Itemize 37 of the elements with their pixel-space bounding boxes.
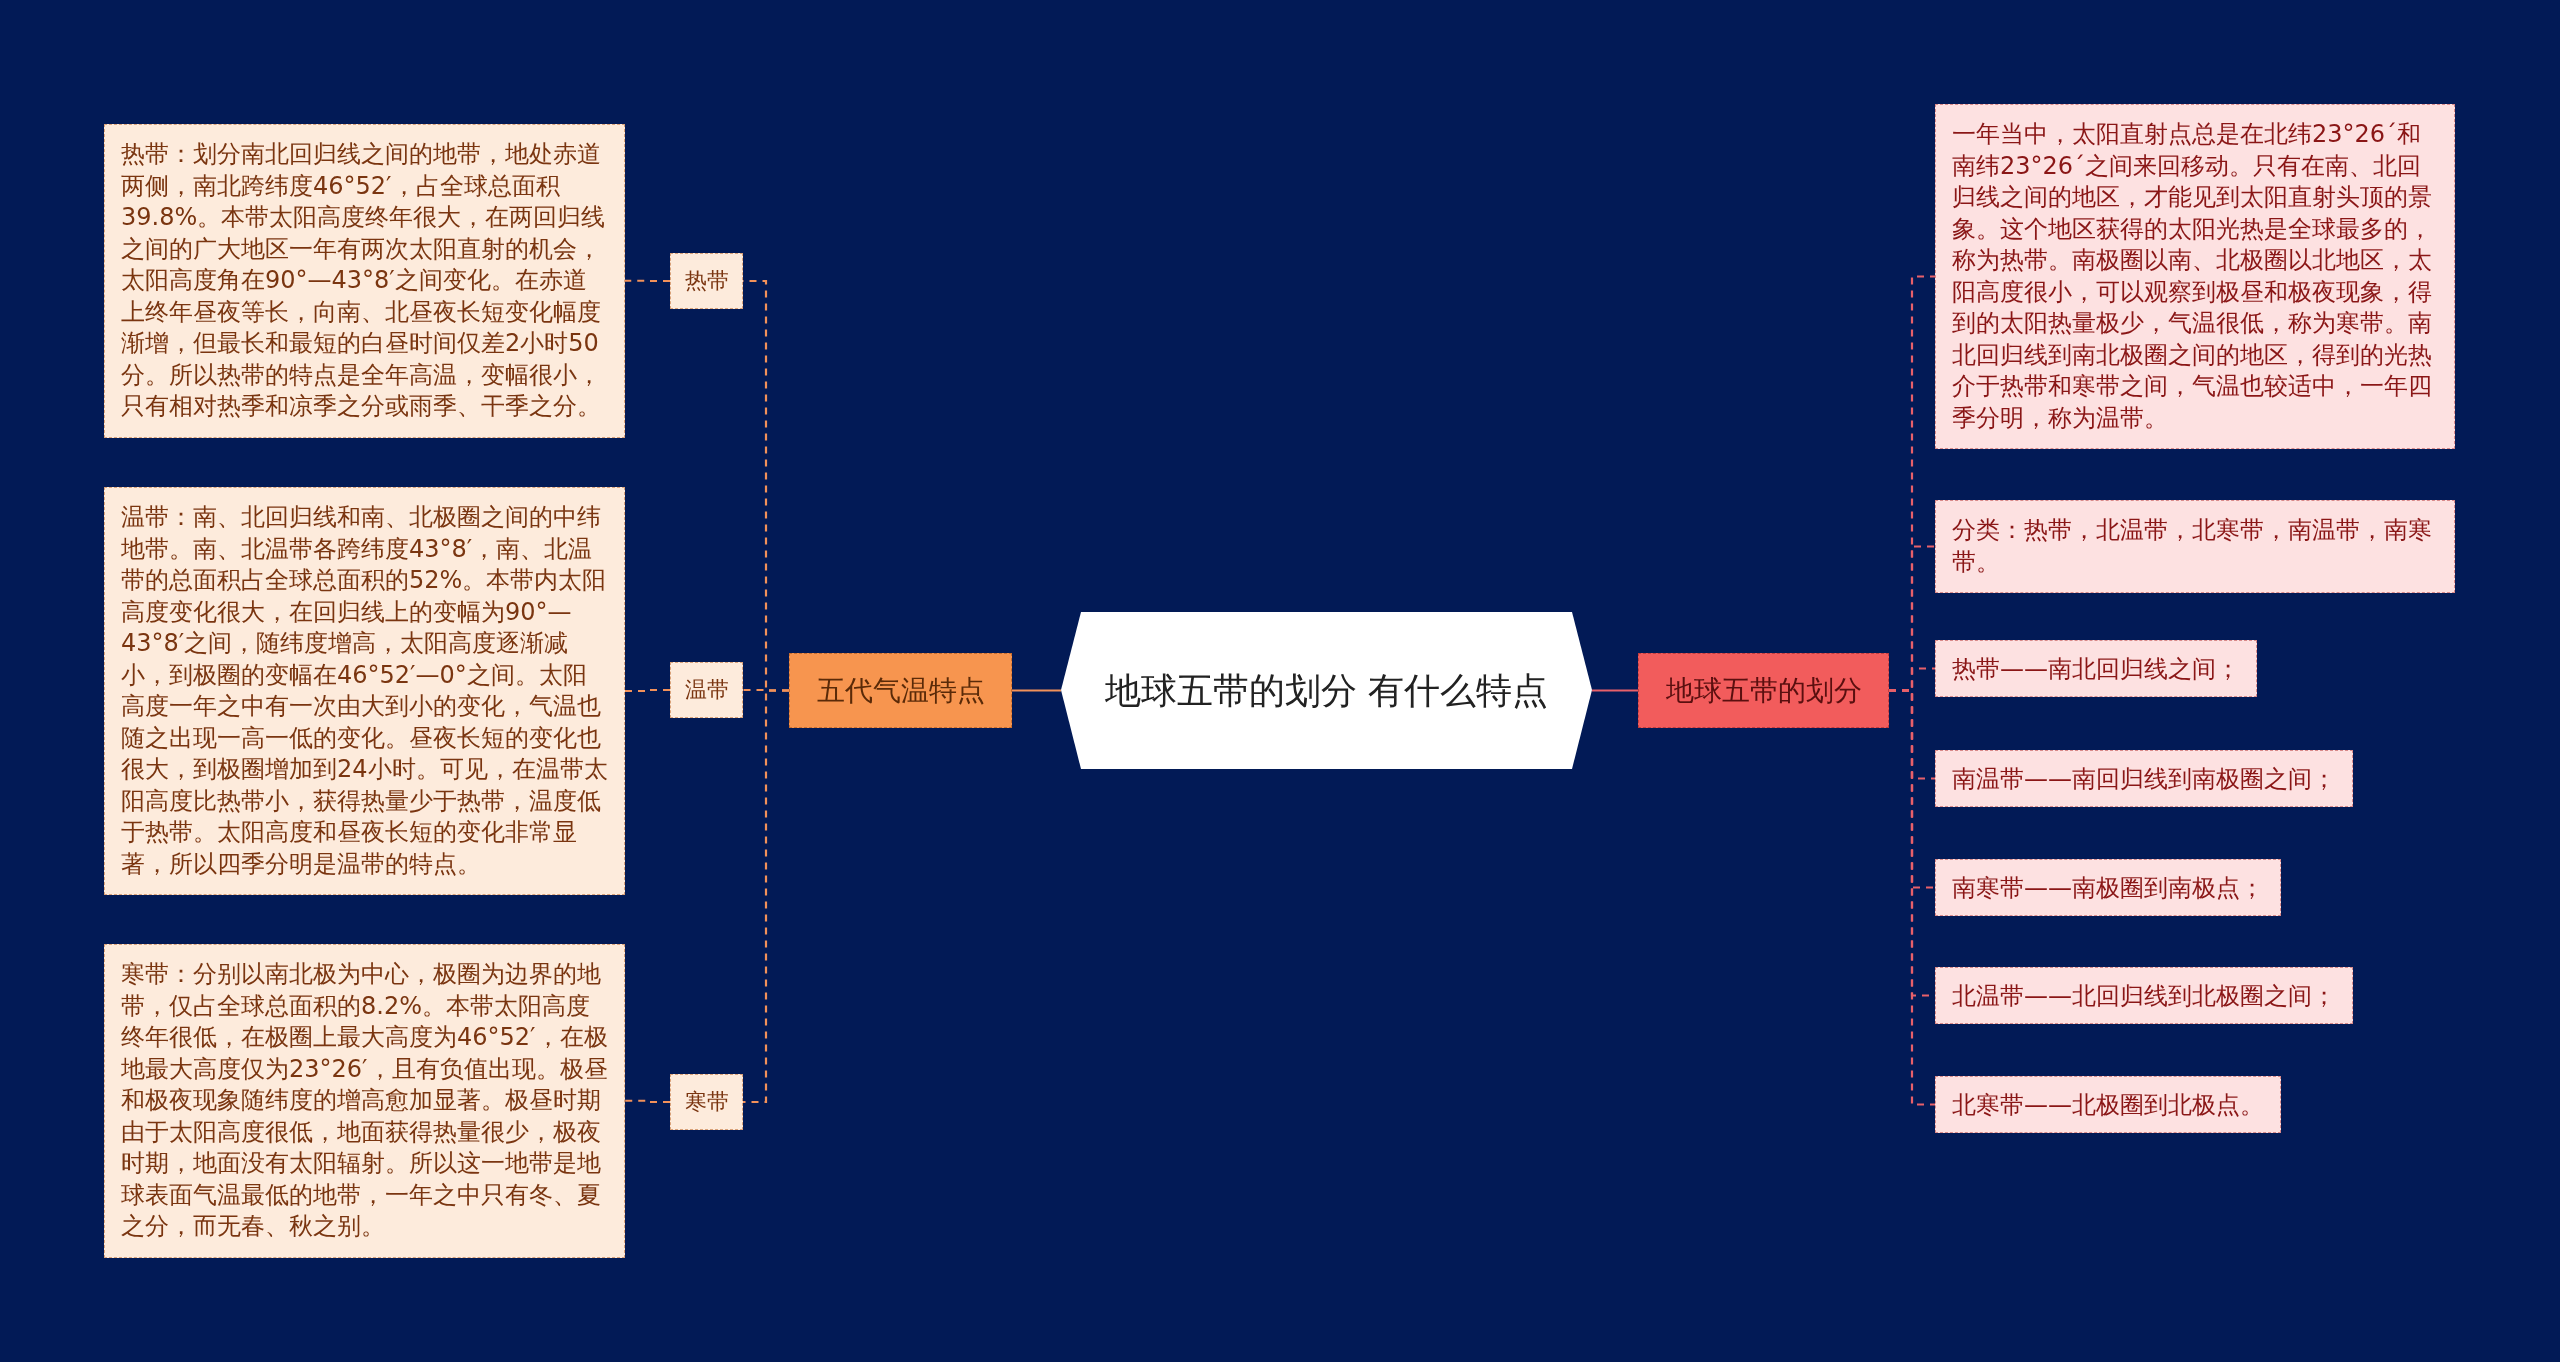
connector-line <box>1889 689 1935 1106</box>
connector-line <box>1012 689 1061 692</box>
subtopic-text: 热带 <box>684 267 729 295</box>
note-text: 南寒带——南极圈到南极点； <box>1952 872 2264 904</box>
note-text: 热带——南北回归线之间； <box>1952 653 2240 685</box>
note-text: 一年当中，太阳直射点总是在北纬23°26´和南纬23°26´之间来回移动。只有在南、北回归线之间的地区，才能见到太阳直射头顶的景象。这个地区获得的太阳光热是全球最多的，称为热带。南极圈以南、北极圈以北地区，太阳高度很小，可以观察到极昼和极夜现象，得到的太阳热量极少，气温很低，称为寒带。南北回归线到南北极圈之间的地区，得到的光热介于热带和寒带之间，气温也较适中，一年四季分明，称为温带。 <box>1952 120 2432 432</box>
main-topic-box <box>789 653 1012 728</box>
note-box <box>1935 640 2257 697</box>
main-topic-text: 五代气温特点 <box>816 672 985 709</box>
note-text: 北温带——北回归线到北极圈之间； <box>1952 980 2336 1012</box>
main-topic-box <box>1638 653 1889 728</box>
note-text: 南温带——南回归线到南极圈之间； <box>1952 763 2336 795</box>
note-box <box>1935 750 2353 807</box>
subtopic-box <box>670 662 743 718</box>
note-text: 北寒带——北极圈到北极点。 <box>1952 1089 2264 1121</box>
note-box <box>1935 967 2353 1024</box>
note-box <box>1935 1076 2281 1133</box>
connector-line <box>625 688 670 693</box>
note-box <box>104 944 625 1258</box>
note-box <box>1935 104 2455 449</box>
connector-line <box>625 279 670 283</box>
note-box <box>1935 859 2281 916</box>
note-box <box>104 124 625 438</box>
main-topic-text: 地球五带的划分 <box>1665 672 1862 709</box>
subtopic-box <box>670 1074 743 1130</box>
note-text: 热带：划分南北回归线之间的地带，地处赤道两侧，南北跨纬度46°52′，占全球总面积39.8%。本带太阳高度终年很大，在两回归线之间的广大地区一年有两次太阳直射的机会，太阳高度角在90°—43°8′之间变化。在赤道上终年昼夜等长，向南、北昼夜长短变化幅度渐增，但最长和最短的白昼时间仅差2小时50分。所以热带的特点是全年高温，变幅很小，只有相对热季和凉季之分或雨季、干季之分。 <box>121 140 606 420</box>
connector-line <box>743 689 789 1104</box>
subtopic-box <box>670 253 743 309</box>
note-box <box>1935 500 2455 593</box>
subtopic-text: 温带 <box>684 676 729 704</box>
note-text: 温带：南、北回归线和南、北极圈之间的中纬地带。南、北温带各跨纬度43°8′，南、北温带的总面积占全球总面积的52%。本带内太阳高度变化很大，在回归线上的变幅为90°—43°8′之间，随纬度增高，太阳高度逐渐减小，到极圈的变幅在46°52′—0°之间。太阳高度一年之中有一次由大到小的变化，气温也随之出现一高一低的变化。昼夜长短的变化也很大，到极圈增加到24小时。可见，在温带太阳高度比热带小，获得热量少于热带，温度低于热带。太阳高度和昼夜长短的变化非常显著，所以四季分明是温带的特点。 <box>121 503 608 878</box>
connector-line <box>625 1099 670 1104</box>
central-topic-text: 地球五带的划分 有什么特点 <box>1104 668 1549 713</box>
subtopic-text: 寒带 <box>684 1088 729 1116</box>
connector-line <box>1592 689 1638 692</box>
note-text: 分类：热带，北温带，北寒带，南温带，南寒带。 <box>1952 516 2432 576</box>
note-text: 寒带：分别以南北极为中心，极圈为边界的地带，仅占全球总面积的8.2%。本带太阳高度终年很低，在极圈上最大高度为46°52′，在极地最大高度仅为23°26′，且有负值出现。极昼和极夜现象随纬度的增高愈加显著。极昼时期由于太阳高度很低，地面获得热量很少，极夜时期，地面没有太阳辐射。所以这一地带是地球表面气温最低的地带，一年之中只有冬、夏之分，而无春、秋之别。 <box>121 960 608 1240</box>
